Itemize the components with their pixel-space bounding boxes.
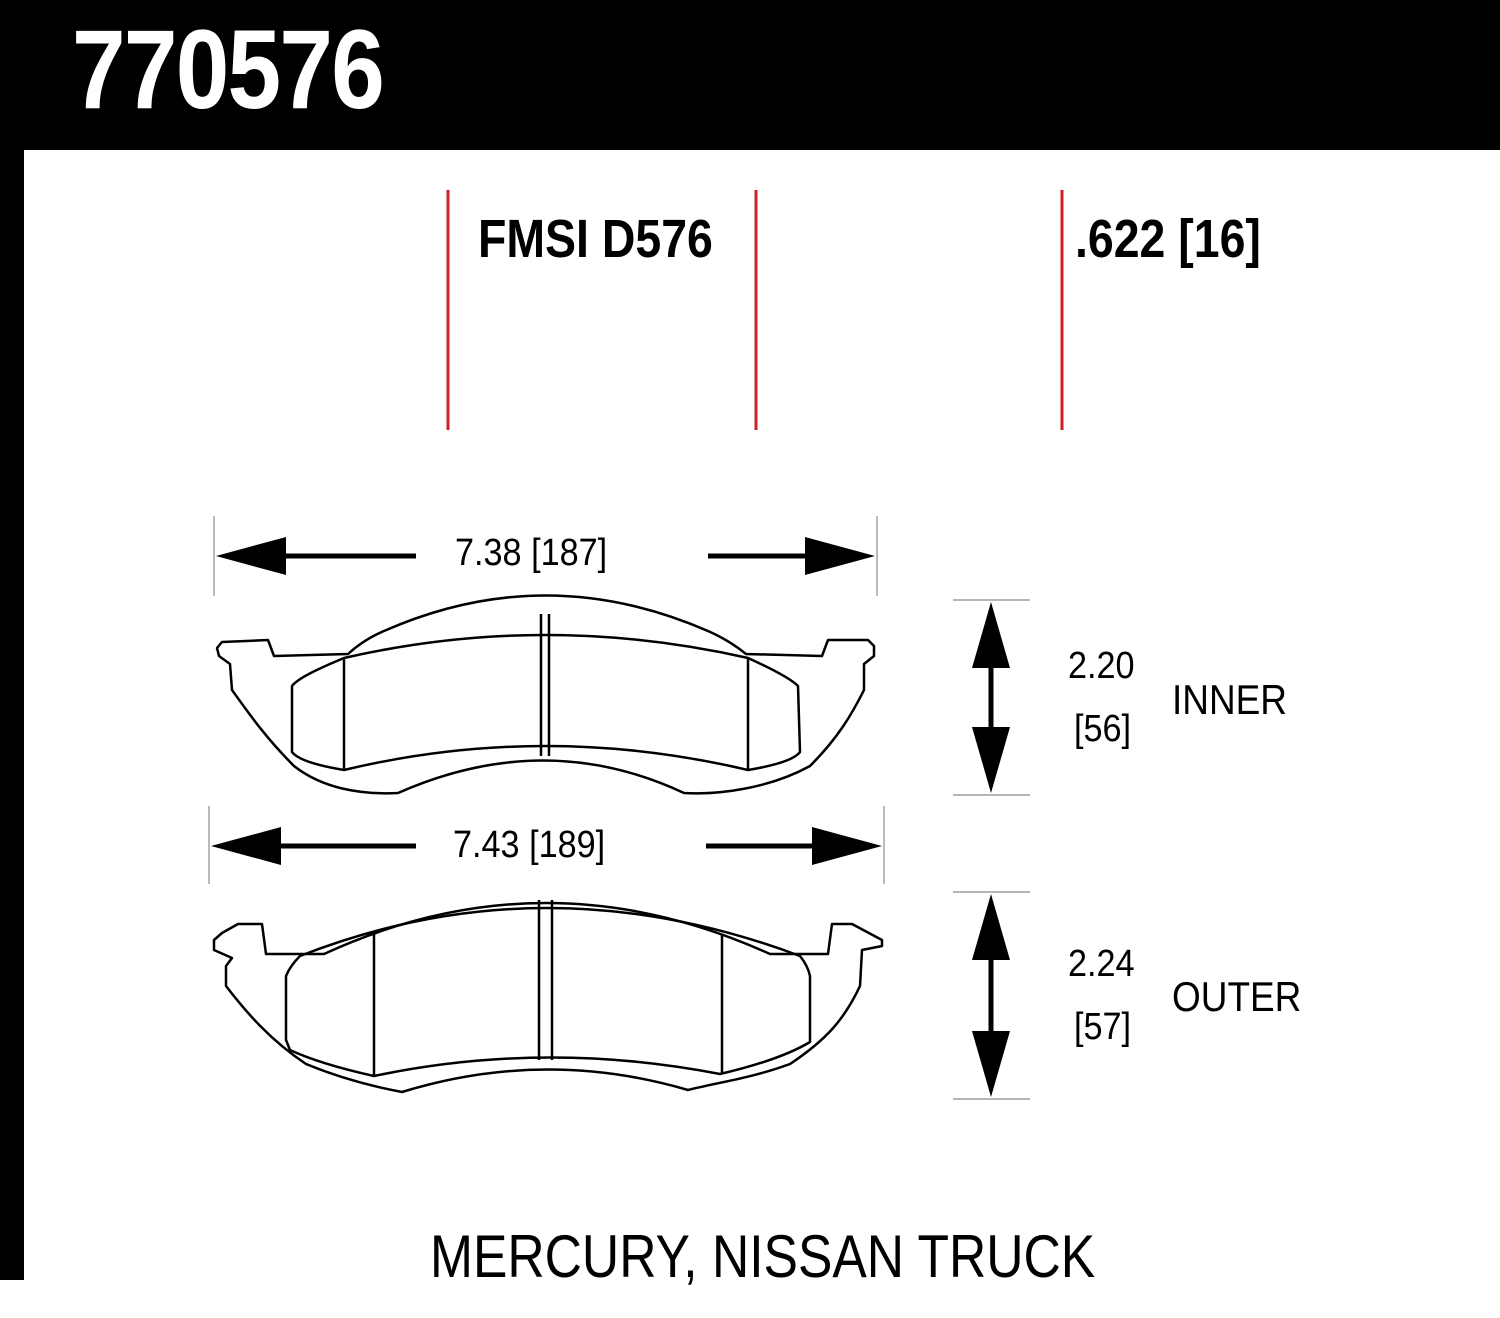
red-guide-lines — [446, 190, 1064, 430]
outer-width-arrowhead-left — [211, 827, 281, 865]
inner-pad-friction-material — [290, 633, 802, 772]
outer-pad-width-label: 7.43 [189] — [453, 824, 606, 866]
outer-pad-height-inches: 2.24 — [1068, 943, 1135, 985]
extension-lines — [208, 516, 1030, 1100]
header-bar — [0, 0, 1500, 150]
outer-pad-backing-plate — [212, 901, 884, 1094]
inner-pad-height-mm: [56] — [1074, 708, 1132, 750]
outer-height-arrowhead-top — [972, 894, 1010, 960]
outer-height-arrowhead-bottom — [972, 1031, 1010, 1097]
inner-pad-backing-plate — [215, 594, 876, 795]
inner-height-arrowhead-top — [972, 602, 1010, 668]
vehicle-application: MERCURY, NISSAN TRUCK — [430, 1223, 1096, 1290]
outer-pad-label: OUTER — [1172, 973, 1302, 1020]
outer-pad-friction-material — [284, 906, 812, 1078]
left-border-bar — [0, 150, 24, 1280]
fmsi-number: FMSI D576 — [478, 209, 713, 269]
pad-thickness: .622 [16] — [1075, 209, 1261, 269]
inner-pad-width-label: 7.38 [187] — [455, 532, 608, 574]
outer-pad-outline — [212, 900, 884, 1094]
inner-height-arrowhead-bottom — [972, 727, 1010, 793]
outer-width-arrowhead-right — [812, 827, 882, 865]
inner-pad-outline — [215, 594, 876, 795]
inner-width-arrowhead-left — [216, 537, 286, 575]
inner-pad-label: INNER — [1172, 676, 1288, 723]
part-number: 770576 — [72, 7, 385, 132]
outer-pad-height-mm: [57] — [1074, 1006, 1132, 1048]
inner-width-arrowhead-right — [805, 537, 875, 575]
dimension-arrows — [211, 537, 1010, 1097]
inner-pad-height-inches: 2.20 — [1068, 645, 1135, 687]
